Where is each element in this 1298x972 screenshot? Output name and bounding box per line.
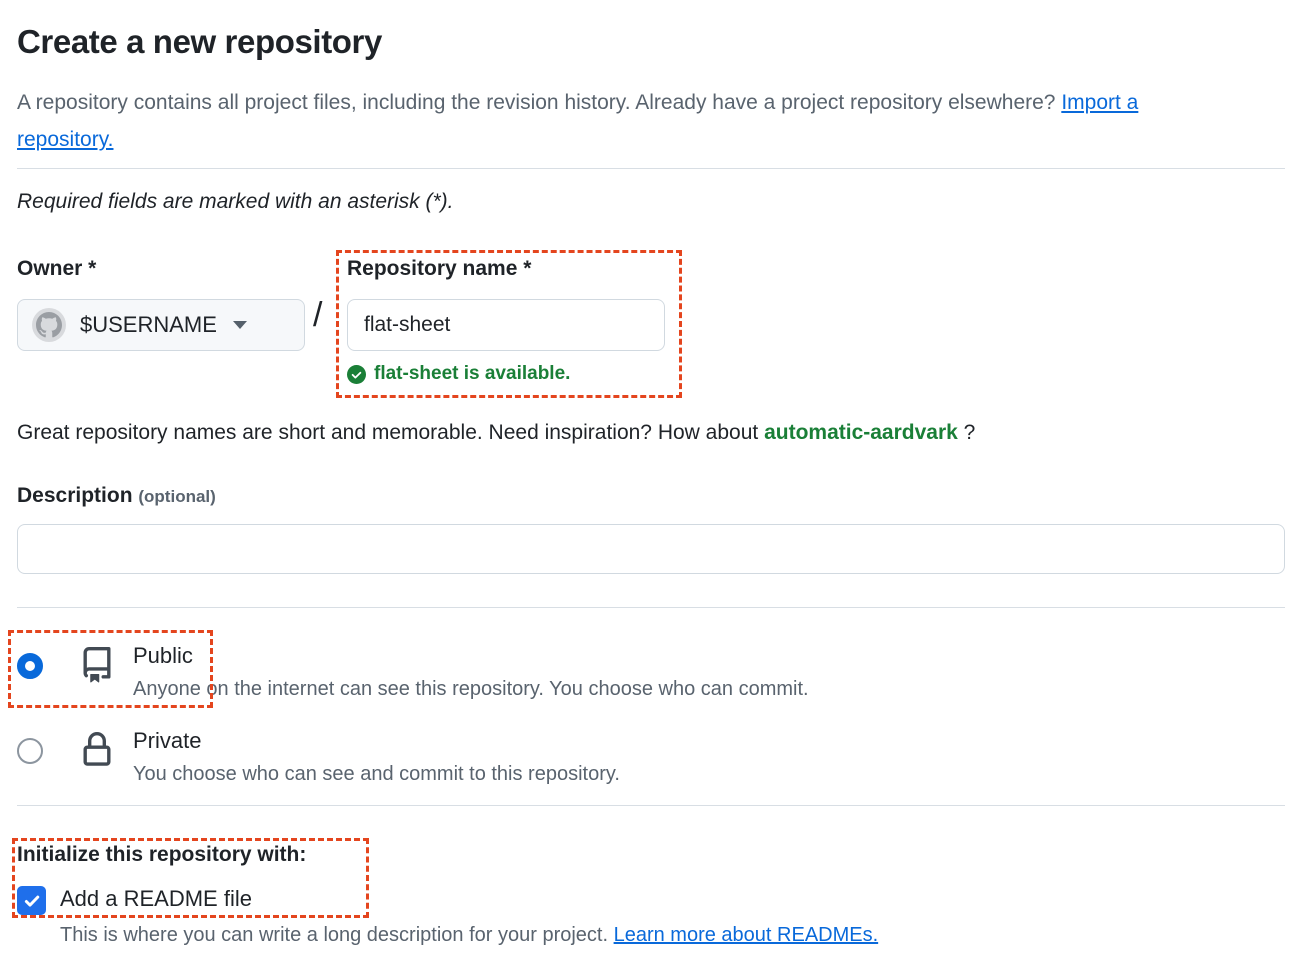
add-readme-label: Add a README file (60, 886, 252, 911)
description-label: Description (optional) (17, 484, 216, 508)
visibility-private-description: You choose who can see and commit to thi… (133, 763, 620, 785)
radio-private[interactable] (17, 738, 43, 764)
github-octocat-avatar (32, 308, 66, 342)
visibility-public-description: Anyone on the internet can see this repo… (133, 678, 809, 700)
divider-middle (17, 607, 1285, 608)
repository-availability-text: flat-sheet is available. (374, 363, 571, 384)
suggested-repository-name[interactable]: automatic-aardvark (764, 421, 958, 444)
readme-description-text: This is where you can write a long descr… (60, 924, 614, 946)
check-circle-icon (347, 364, 366, 384)
repository-name-hint: Great repository names are short and mem… (17, 421, 975, 445)
owner-name: $USERNAME (80, 312, 217, 337)
import-repository-link[interactable]: Import a repository. (17, 91, 1139, 151)
check-icon (24, 895, 39, 907)
page-description-text: A repository contains all project files,… (17, 91, 1062, 114)
repository-name-input[interactable] (347, 299, 665, 351)
description-optional-tag: (optional) (138, 487, 216, 506)
page-description: A repository contains all project files,… (17, 84, 1207, 158)
page-title: Create a new repository (17, 23, 382, 60)
add-readme-description: This is where you can write a long descr… (60, 924, 878, 947)
repository-name-label: Repository name * (347, 257, 532, 280)
lock-icon (79, 732, 115, 768)
description-input[interactable] (17, 524, 1285, 574)
initialize-label: Initialize this repository with: (17, 843, 307, 866)
visibility-private-title: Private (133, 728, 202, 753)
divider-bottom (17, 805, 1285, 806)
repository-availability-status: flat-sheet is available. (347, 363, 570, 385)
divider-top (17, 168, 1285, 169)
hint-prefix: Great repository names are short and mem… (17, 421, 765, 444)
repo-book-icon (79, 647, 115, 683)
owner-dropdown[interactable]: $USERNAME (17, 299, 305, 351)
visibility-public-title: Public (133, 643, 193, 668)
owner-repo-separator: / (313, 296, 323, 334)
description-label-text: Description (17, 484, 133, 507)
required-fields-note: Required fields are marked with an aster… (17, 190, 454, 213)
owner-label: Owner * (17, 257, 97, 280)
radio-public[interactable] (17, 653, 43, 679)
learn-more-readmes-link[interactable]: Learn more about READMEs. (613, 924, 879, 946)
chevron-down-icon (232, 321, 247, 329)
checkbox-add-readme[interactable] (17, 886, 46, 915)
hint-suffix: ? (957, 421, 976, 444)
